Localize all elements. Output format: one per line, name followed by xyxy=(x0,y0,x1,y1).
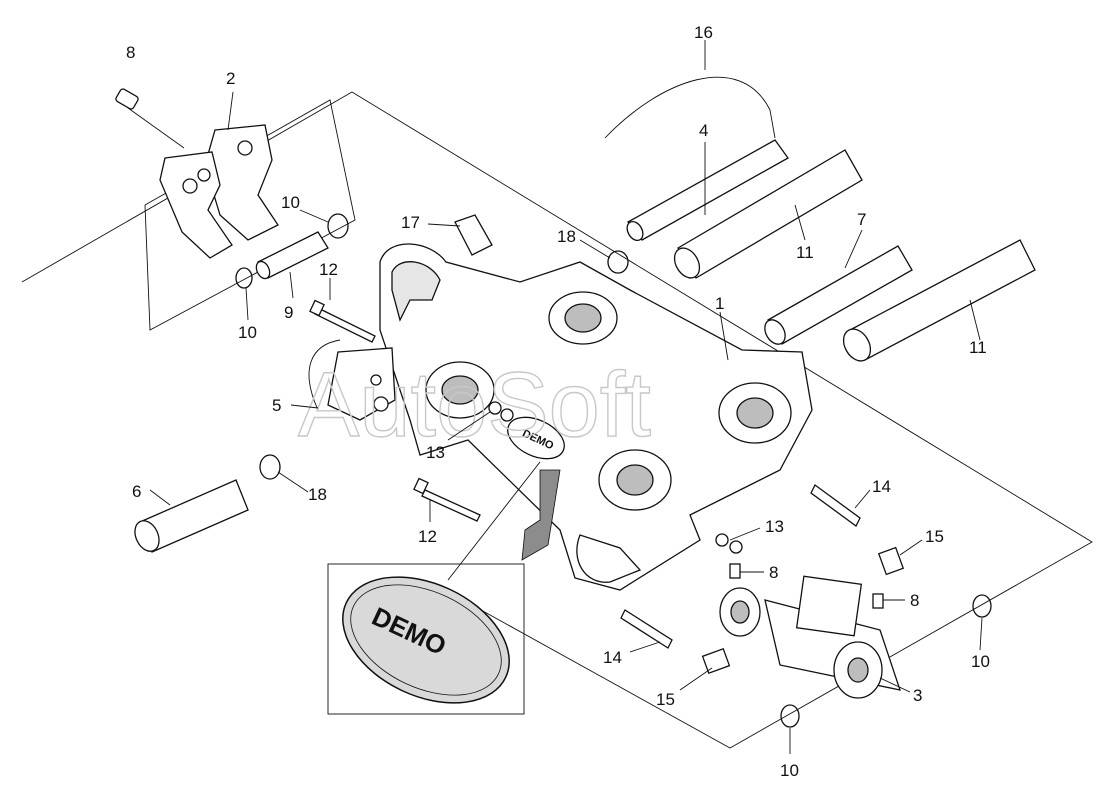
callout-15-lower: 15 xyxy=(656,690,675,709)
logo-detail-inset: DEMO xyxy=(327,461,541,715)
callout-numbers: 8 2 10 10 9 12 17 18 16 4 11 7 1 11 5 6 … xyxy=(126,23,990,780)
callout-16: 16 xyxy=(694,23,713,42)
latch-part-5 xyxy=(308,339,396,421)
callout-8-top: 8 xyxy=(126,43,135,62)
hydraulic-cylinder-part-3 xyxy=(719,575,901,699)
bracket-part-17 xyxy=(454,214,493,256)
callout-1: 1 xyxy=(715,294,724,313)
callout-10-top: 10 xyxy=(281,193,300,212)
callout-5: 5 xyxy=(272,396,281,415)
callout-18-top: 18 xyxy=(557,227,576,246)
hook-plate-part xyxy=(159,124,279,259)
pin-part-6 xyxy=(134,479,249,553)
callout-2: 2 xyxy=(226,69,235,88)
main-frame-part: DEMO xyxy=(379,243,813,591)
callout-10-right: 10 xyxy=(971,652,990,671)
watermark-text: AutoSoft xyxy=(298,354,651,456)
release-cable-16 xyxy=(604,76,776,139)
callout-12-top: 12 xyxy=(319,260,338,279)
callout-10-left: 10 xyxy=(238,323,257,342)
callout-3: 3 xyxy=(913,686,922,705)
callout-11-lower: 11 xyxy=(969,338,987,357)
bolts-12 xyxy=(309,299,481,522)
hoses-and-fittings xyxy=(620,484,905,675)
pin-part-4 xyxy=(626,139,789,241)
callout-13-right: 13 xyxy=(765,517,784,536)
callout-11-upper: 11 xyxy=(796,243,814,262)
grease-fitting-top xyxy=(115,88,139,110)
callout-14-upper: 14 xyxy=(872,477,891,496)
callout-leader-lines xyxy=(127,40,983,754)
pin-part-9 xyxy=(255,231,329,280)
callout-9: 9 xyxy=(284,303,293,322)
callout-10-bottom: 10 xyxy=(780,761,799,780)
nuts-13 xyxy=(488,401,743,554)
pins-11 xyxy=(673,149,1036,362)
callout-14-lower: 14 xyxy=(603,648,622,667)
pin-part-7 xyxy=(764,245,913,345)
callout-7: 7 xyxy=(857,210,866,229)
seal-rings-18 xyxy=(259,250,629,480)
callout-8-right: 8 xyxy=(910,591,919,610)
callout-6: 6 xyxy=(132,482,141,501)
callout-17: 17 xyxy=(401,213,420,232)
callout-15-upper: 15 xyxy=(925,527,944,546)
retaining-rings xyxy=(235,213,992,728)
callout-4: 4 xyxy=(699,121,708,140)
callout-8-mid: 8 xyxy=(769,563,778,582)
callout-12-bottom: 12 xyxy=(418,527,437,546)
callout-18-left: 18 xyxy=(308,485,327,504)
callout-13-left: 13 xyxy=(426,443,445,462)
